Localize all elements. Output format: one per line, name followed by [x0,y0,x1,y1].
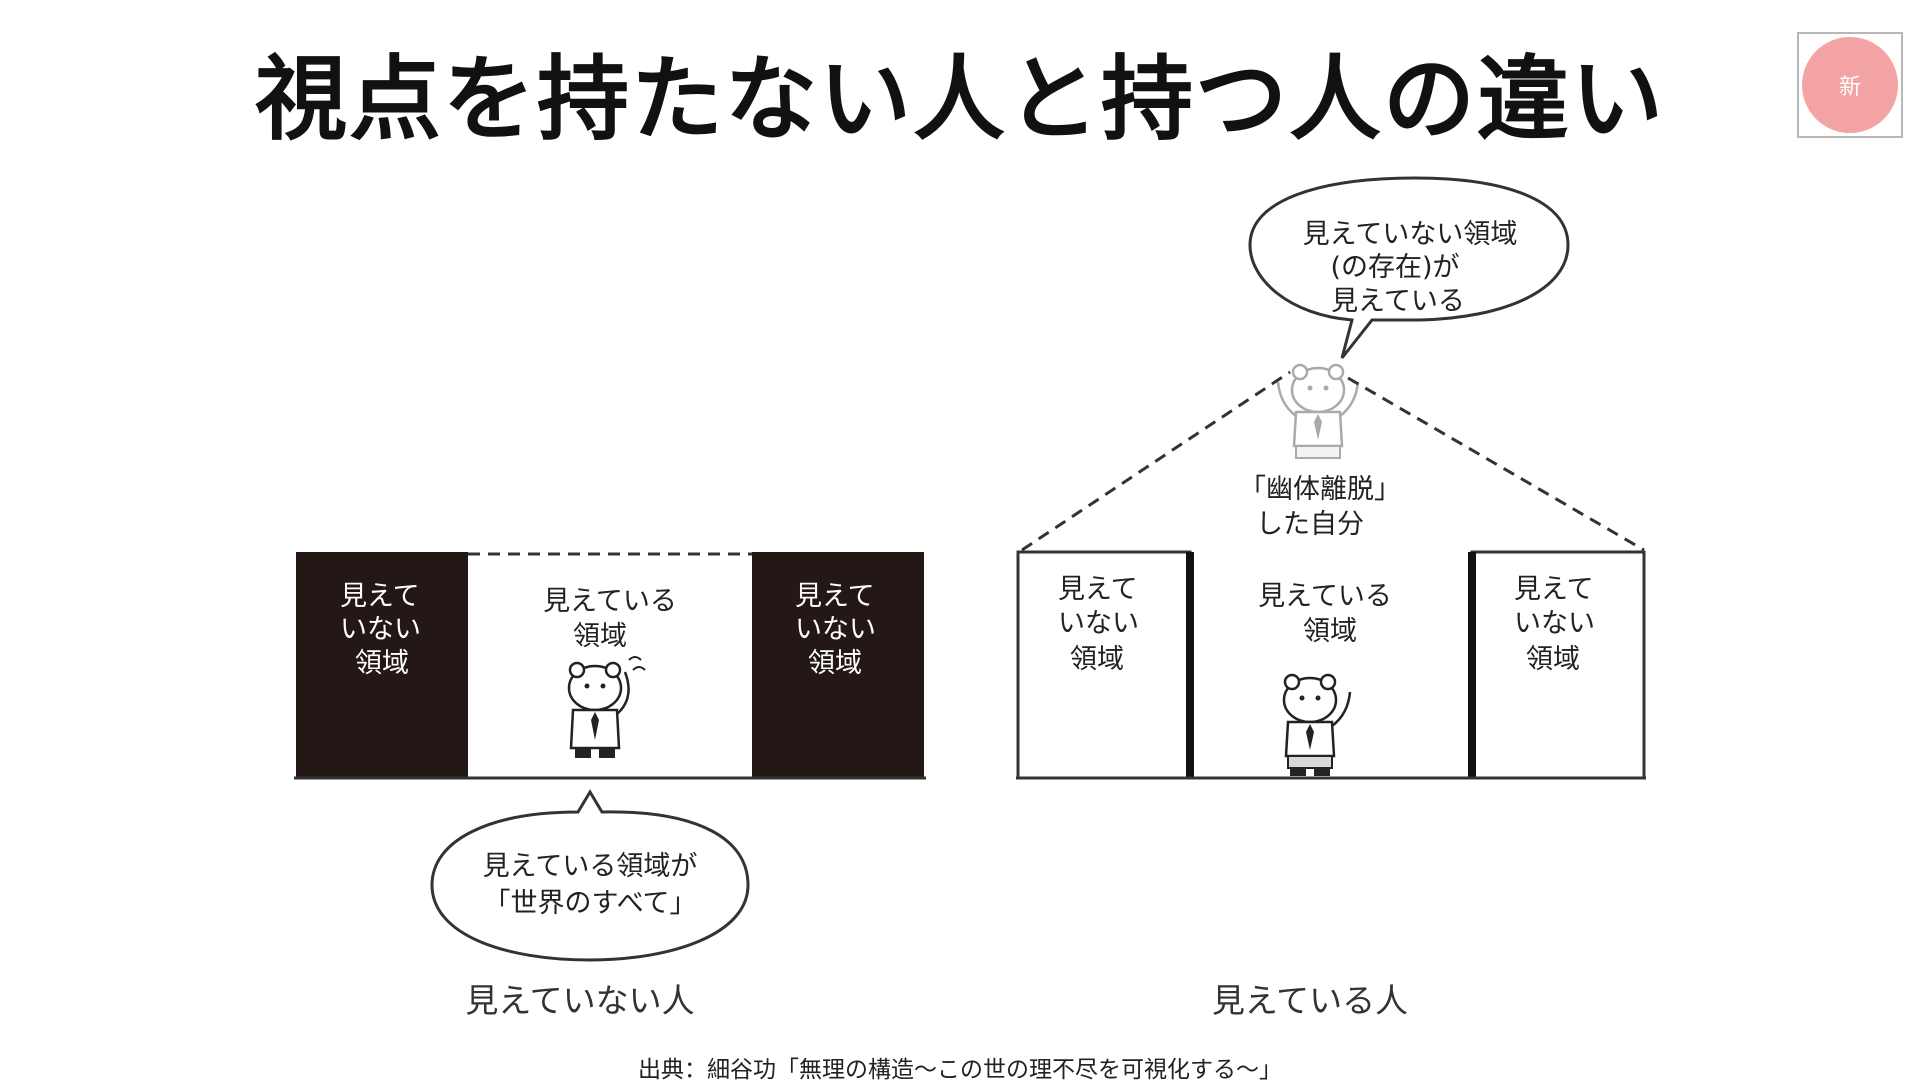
right-region-left-line3: 領域 [1070,644,1124,675]
new-badge: 新 [1802,37,1898,133]
left-character-icon [567,656,646,758]
new-badge-frame: 新 [1797,32,1903,138]
left-region-left-line3: 領域 [355,648,409,679]
right-bubble-line3: 見えている [1331,286,1465,317]
right-region-center-line2: 領域 [1303,616,1357,647]
left-region-center-line2: 領域 [573,621,627,652]
right-caption: 見えている人 [1212,981,1408,1020]
right-region-right-line1: 見えて [1514,574,1594,605]
right-region-left-line1: 見えて [1058,574,1138,605]
left-dark-region-right [752,552,924,778]
right-sight-line-left [1021,370,1291,552]
left-bubble-line2: 「世界のすべて」 [483,888,696,919]
left-region-left-line1: 見えて [340,581,420,612]
left-region-left-line2: いない [340,614,421,645]
left-caption: 見えていない人 [465,981,694,1020]
right-region-right-box [1470,550,1646,780]
left-region-center-line1: 見えている [543,586,677,617]
right-character-icon [1282,673,1352,776]
left-region-right-line3: 領域 [808,648,862,679]
right-region-center-line1: 見えている [1258,581,1392,612]
self-label-line1: 「幽体離脱」 [1239,474,1401,505]
right-speech-bubble [1248,176,1570,359]
source-citation: 出典：細谷功「無理の構造〜この世の理不尽を可視化する〜」 [638,1057,1282,1080]
right-region-left-line2: いない [1058,608,1139,639]
right-sight-line-right [1347,376,1645,552]
left-diagram: 見えて いない 領域 見えて いない 領域 見えている 領域 見えている領域が … [294,552,926,1020]
right-diagram: 見えて いない 領域 見えて いない 領域 見えている 領域 [1016,176,1646,1020]
left-bubble-line1: 見えている領域が [483,851,698,882]
left-speech-bubble [430,789,750,962]
left-region-right-line2: いない [795,614,876,645]
right-region-right-line2: いない [1514,608,1595,639]
page-title: 視点を持たない人と持つ人の違い [254,46,1665,153]
left-region-right-line1: 見えて [795,581,875,612]
left-dark-region-left [296,552,468,778]
ghost-self-icon [1276,363,1360,459]
right-bubble-line2: (の存在)が [1330,252,1459,283]
right-bubble-line1: 見えていない領域 [1303,219,1518,250]
right-region-right-line3: 領域 [1526,644,1580,675]
self-label-line2: した自分 [1256,509,1364,540]
